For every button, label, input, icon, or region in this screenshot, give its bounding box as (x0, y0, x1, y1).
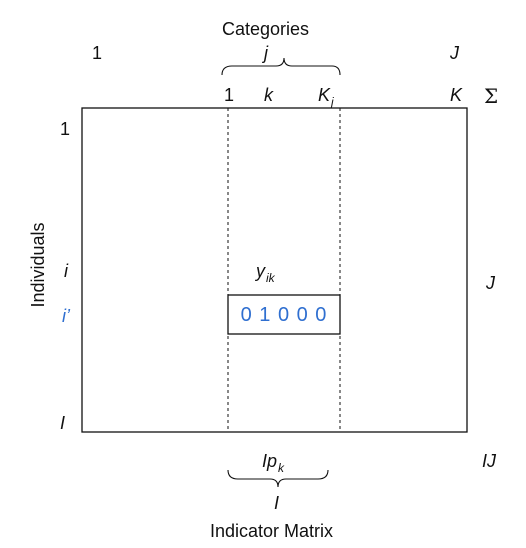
indicator-matrix-title: Indicator Matrix (210, 521, 334, 541)
category-k-label: k (264, 85, 273, 105)
row-i-prime-label: i’ (62, 306, 70, 326)
last-variable-label: J (450, 43, 459, 63)
row-cell-box (227, 294, 341, 335)
total-categories-label: K (450, 85, 463, 105)
cell-value-base: y (256, 261, 265, 281)
column-sum-subscript: k (278, 461, 285, 475)
row-sum-label: J (486, 273, 495, 293)
indicator-matrix-frame (81, 107, 468, 433)
row-first-label: 1 (60, 119, 71, 139)
individuals-axis-label: Individuals (28, 222, 48, 308)
grand-total-label: IJ (482, 451, 497, 471)
bottom-brace (227, 469, 329, 488)
top-brace (221, 57, 341, 76)
row-i-label: i (64, 261, 68, 281)
row-last-label: I (60, 413, 66, 433)
column-sum-label: Ipk (262, 452, 284, 474)
column-sum-base: Ip (262, 451, 278, 471)
row-values-text: 0 1 0 0 0 (240, 304, 328, 326)
category-last-subscript: j (331, 95, 334, 109)
first-variable-label: 1 (92, 43, 103, 63)
variable-j-label: j (264, 43, 268, 63)
cell-value-subscript: ik (266, 271, 275, 285)
block-total-label: I (274, 493, 280, 513)
category-last-label: Kj (318, 86, 334, 108)
category-first-label: 1 (224, 85, 235, 105)
categories-title: Categories (222, 19, 310, 39)
category-last-base: K (318, 85, 331, 105)
sum-symbol: Σ (484, 84, 499, 108)
cell-value-label: yik (256, 262, 275, 284)
